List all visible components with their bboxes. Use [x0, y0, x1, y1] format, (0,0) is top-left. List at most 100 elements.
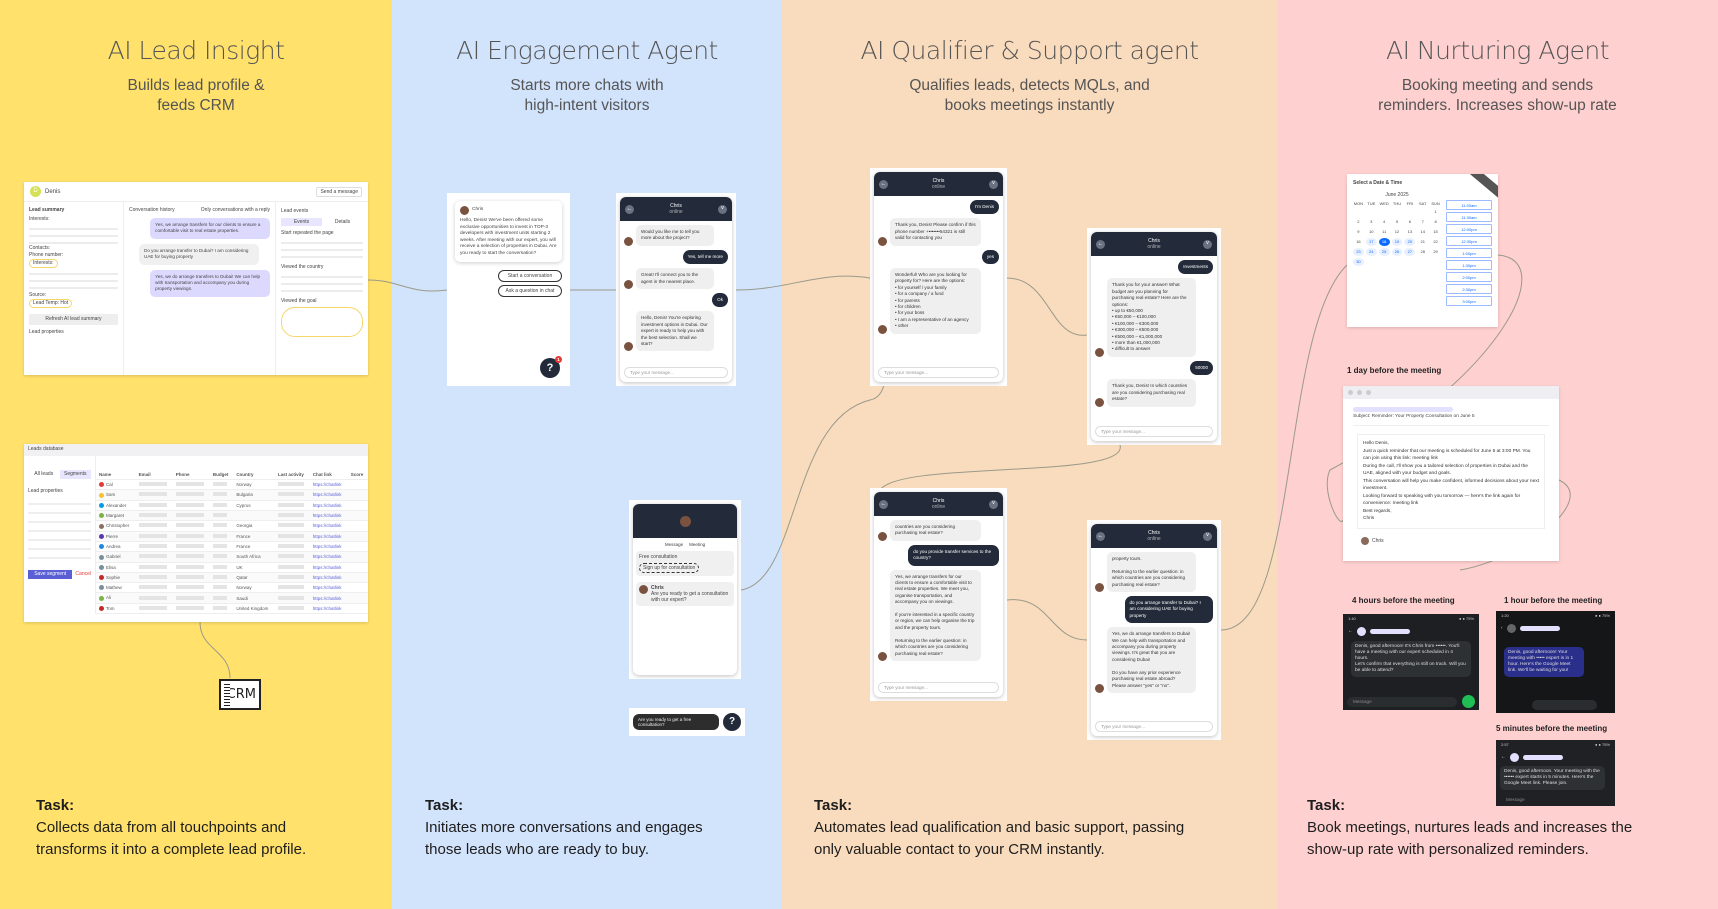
column-header[interactable]: Last activity [274, 470, 310, 480]
calendar-day[interactable]: 2 [1357, 219, 1360, 224]
chevron-down-icon[interactable]: ˅ [988, 179, 998, 189]
time-slot-button[interactable]: 11:00am [1446, 200, 1492, 210]
message-input[interactable]: Message [1506, 797, 1525, 802]
calendar-day[interactable]: 25 [1378, 248, 1390, 256]
message-input[interactable]: Type your message... [878, 367, 999, 378]
calendar-day[interactable]: 16 [1356, 239, 1361, 244]
chat-link[interactable]: https://chatlink [309, 531, 348, 542]
calendar-day[interactable]: 17 [1365, 238, 1377, 246]
calendar-day[interactable]: 21 [1420, 239, 1425, 244]
tab-segments[interactable]: Segments [59, 470, 91, 479]
column-header[interactable]: Budget [209, 470, 234, 480]
chevron-down-icon[interactable]: ˅ [1202, 531, 1212, 541]
chat-link[interactable]: https://chatlink [309, 582, 348, 594]
back-icon[interactable]: ← [879, 499, 888, 509]
start-conversation-button[interactable]: Start a conversation [498, 270, 562, 282]
chat-link[interactable]: https://chatlink [309, 510, 348, 522]
time-slot-button[interactable]: 2:30pm [1446, 284, 1492, 294]
calendar-day[interactable]: 14 [1420, 229, 1425, 234]
reply-filter-checkbox[interactable]: Only conversations with a reply [200, 207, 270, 213]
chat-link[interactable]: https://chatlink [309, 592, 348, 604]
time-slot-button[interactable]: 2:00pm [1446, 272, 1492, 282]
help-icon[interactable]: ? [723, 713, 741, 731]
toast-text[interactable]: Are you ready to get a free consultation… [633, 714, 719, 730]
chat-link[interactable]: https://chatlink [309, 479, 348, 491]
chat-link[interactable]: https://chatlink [309, 500, 348, 511]
back-icon[interactable]: ← [1096, 531, 1105, 541]
tab-meeting[interactable]: Meeting [689, 542, 706, 547]
mic-icon[interactable] [1462, 695, 1475, 708]
message-input[interactable]: Type your message... [624, 367, 728, 378]
chevron-down-icon[interactable]: ˅ [717, 204, 727, 214]
calendar-day[interactable]: 8 [1434, 219, 1437, 224]
cancel-button[interactable]: Cancel [75, 571, 91, 577]
time-slot-button[interactable]: 1:30pm [1446, 260, 1492, 270]
calendar-day[interactable]: 13 [1407, 229, 1413, 234]
message-input[interactable]: Message [1347, 697, 1457, 707]
column-header[interactable]: Country [233, 470, 275, 480]
calendar-day[interactable]: 30 [1353, 258, 1364, 266]
ask-question-button[interactable]: Ask a question in chat [498, 285, 562, 297]
tab-details[interactable]: Details [334, 219, 351, 225]
back-icon[interactable]: ← [879, 179, 888, 189]
chevron-down-icon[interactable]: ˅ [988, 499, 998, 509]
message-input[interactable]: Type your message... [878, 682, 999, 693]
time-slot-button[interactable]: 1:00pm [1446, 248, 1492, 258]
column-header[interactable]: Chat link [309, 470, 348, 480]
chat-link[interactable]: https://chatlink [309, 572, 348, 584]
time-slot-button[interactable]: 12:30pm [1446, 236, 1492, 246]
calendar-day[interactable]: 28 [1420, 249, 1425, 254]
column-header[interactable]: Score [347, 470, 368, 480]
chevron-down-icon[interactable]: ˅ [1202, 239, 1212, 249]
calendar-day[interactable]: 20 [1404, 238, 1416, 246]
calendar-day[interactable]: 18 [1378, 238, 1390, 246]
help-button[interactable]: ?1 [540, 356, 562, 378]
chat-link[interactable]: https://chatlink [309, 520, 348, 532]
calendar-day[interactable]: 24 [1365, 248, 1377, 256]
chat-link[interactable]: https://chatlink [309, 551, 348, 563]
calendar-day[interactable]: 1 [1434, 209, 1437, 214]
calendar-day[interactable]: 23 [1353, 248, 1364, 256]
calendar-day[interactable]: 4 [1383, 219, 1386, 224]
chat-link[interactable]: https://chatlink [309, 489, 348, 501]
message-input[interactable]: Type your message... [1095, 426, 1213, 437]
save-segment-button[interactable]: Save segment [28, 570, 73, 579]
back-icon[interactable]: ← [1096, 239, 1105, 249]
calendar-day[interactable]: 9 [1357, 229, 1360, 234]
chat-link[interactable]: https://chatlink [309, 603, 348, 615]
calendar-day[interactable]: 26 [1391, 248, 1403, 256]
back-icon[interactable]: ← [625, 204, 634, 214]
calendar-day[interactable]: 19 [1391, 238, 1403, 246]
calendar-day[interactable]: 6 [1408, 219, 1411, 224]
calendar-day[interactable]: 7 [1421, 219, 1424, 224]
refresh-summary-button[interactable]: Refresh AI lead summary [29, 314, 118, 325]
time-slot-button[interactable]: 12:00pm [1446, 224, 1492, 234]
calendar-day[interactable]: 5 [1395, 219, 1399, 224]
send-message-button[interactable]: Send a message [316, 186, 362, 197]
tab-events[interactable]: Events [281, 218, 322, 226]
time-slot-button[interactable]: 3:00pm [1446, 296, 1492, 306]
column-header[interactable]: Phone [172, 470, 210, 480]
calendar-day[interactable]: 10 [1369, 229, 1374, 234]
chat-link[interactable]: https://chatlink [309, 562, 348, 573]
message-input[interactable] [1532, 700, 1597, 710]
calendar-day[interactable]: 11 [1382, 229, 1387, 234]
chat-link[interactable]: https://chatlink [309, 541, 348, 553]
calendar-day[interactable]: 22 [1433, 239, 1438, 244]
calendar-day[interactable]: 29 [1433, 249, 1438, 254]
lead-properties[interactable]: Lead properties [29, 329, 64, 335]
calendar-day[interactable]: 15 [1433, 229, 1438, 234]
